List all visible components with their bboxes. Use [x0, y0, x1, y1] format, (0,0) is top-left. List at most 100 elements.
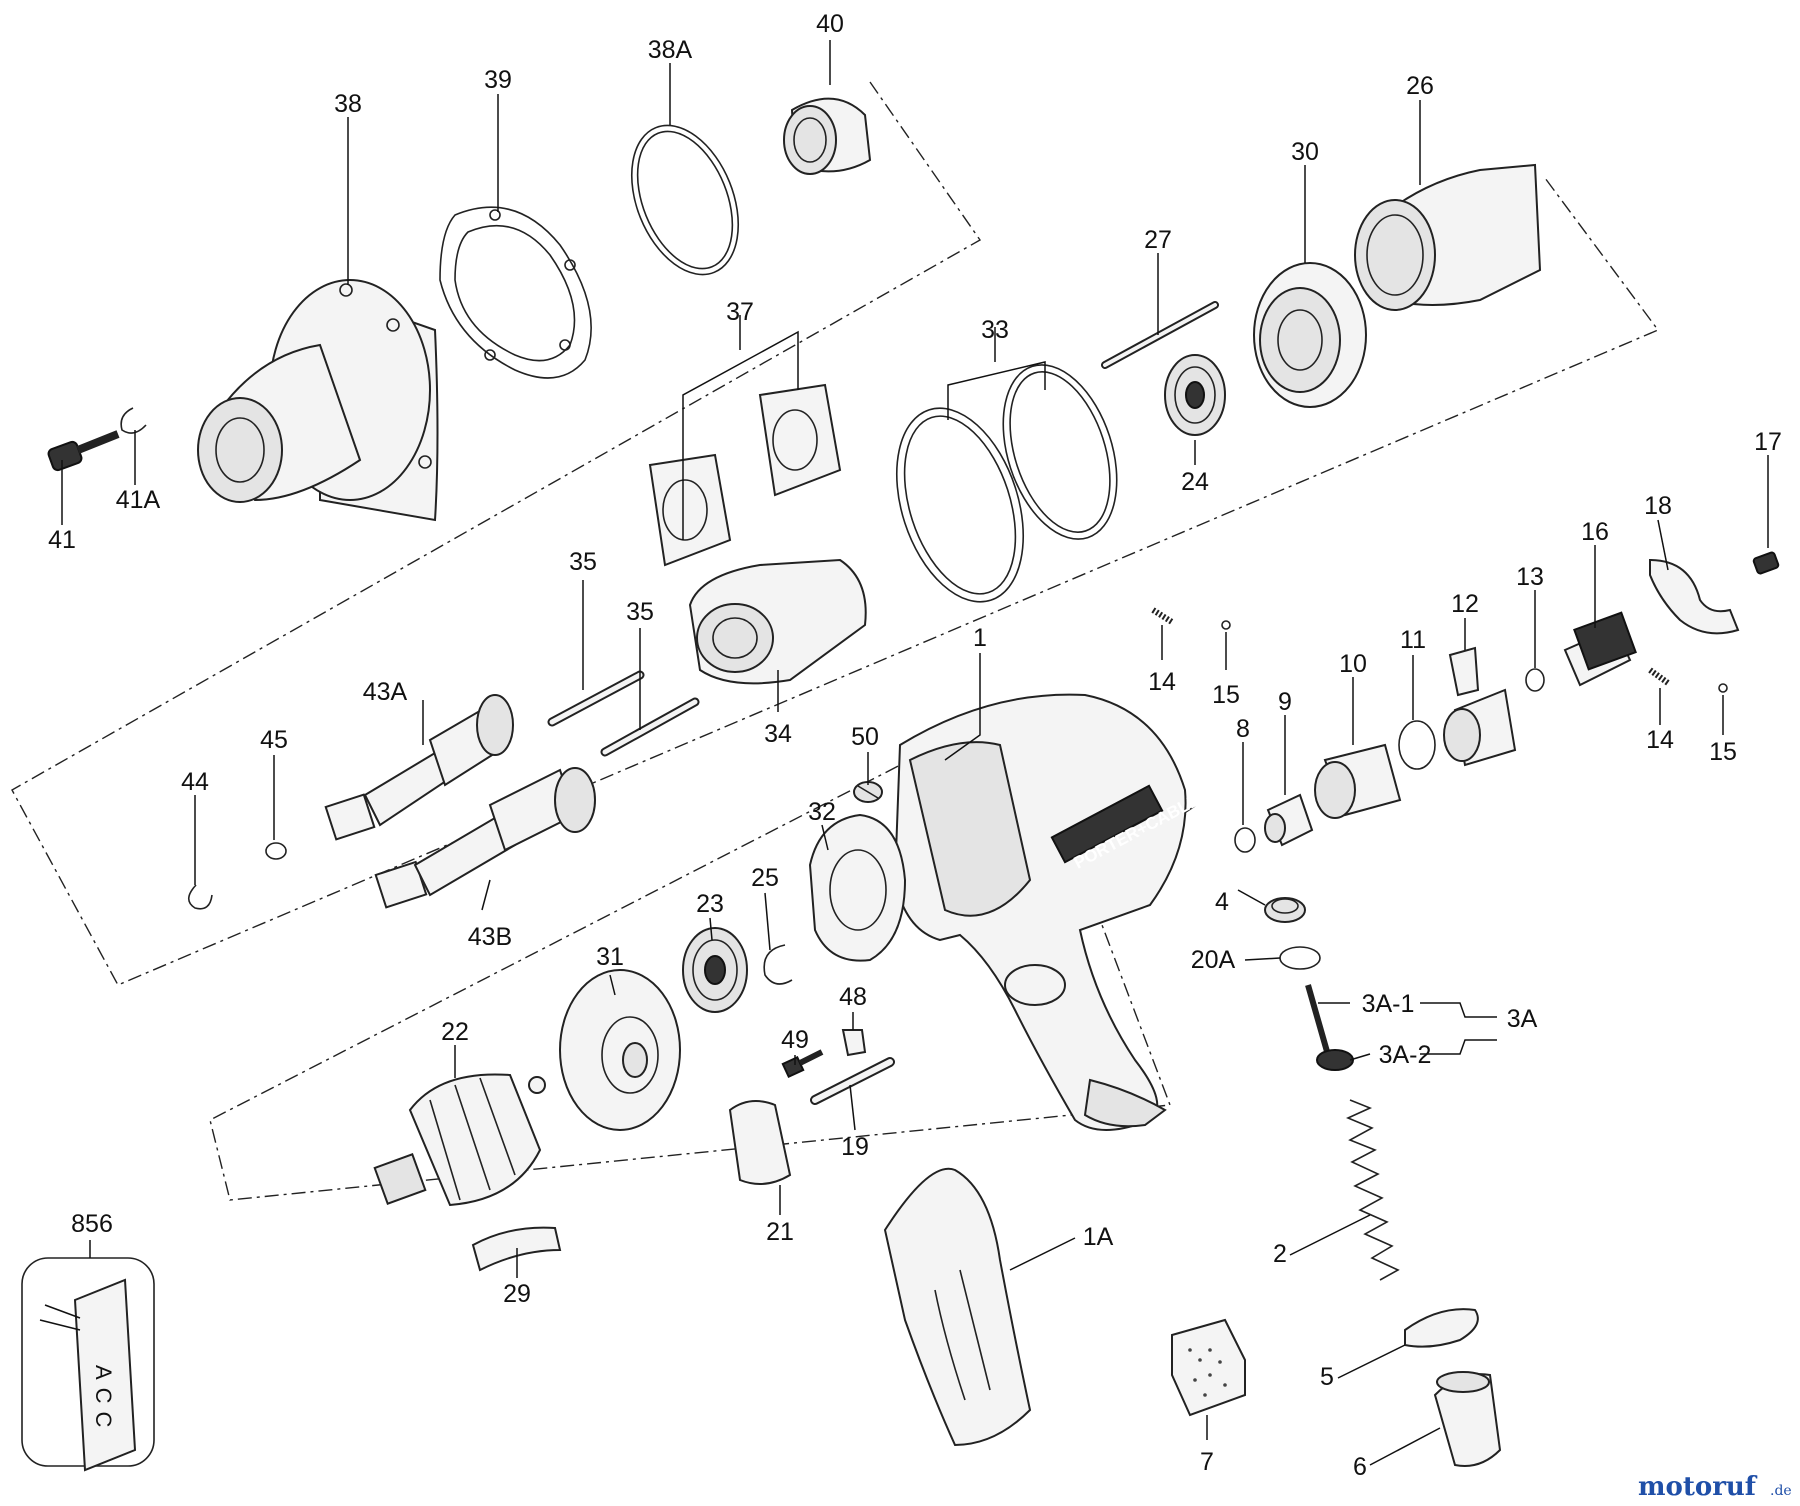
label-50: 50 — [851, 723, 879, 751]
part-43b-anvil — [374, 767, 596, 909]
label-15b: 15 — [1709, 738, 1737, 766]
part-20a-o-ring — [1279, 946, 1321, 970]
label-13: 13 — [1516, 563, 1544, 591]
part-39-gasket — [439, 206, 592, 379]
label-49: 49 — [781, 1026, 809, 1054]
label-32: 32 — [808, 798, 836, 826]
label-7: 7 — [1200, 1448, 1214, 1476]
label-15a: 15 — [1212, 681, 1240, 709]
part-10-bushing — [1314, 743, 1402, 819]
part-16-regulator — [1563, 611, 1637, 687]
label-40: 40 — [816, 10, 844, 38]
part-30-end-plate — [1253, 262, 1367, 408]
label-18: 18 — [1644, 492, 1672, 520]
part-24-bearing — [1164, 354, 1226, 436]
part-27-pin — [1101, 301, 1219, 369]
label-856: 856 — [71, 1210, 113, 1238]
leader-lines — [61, 40, 1769, 1466]
label-1: 1 — [973, 624, 987, 652]
label-38: 38 — [334, 90, 362, 118]
label-17: 17 — [1754, 428, 1782, 456]
label-39: 39 — [484, 66, 512, 94]
part-5-screen — [1404, 1308, 1479, 1348]
label-3a: 3A — [1507, 1005, 1538, 1033]
label-8: 8 — [1236, 715, 1250, 743]
part-6-inlet — [1433, 1371, 1502, 1467]
label-14a: 14 — [1148, 668, 1176, 696]
tag-text: ACC — [91, 1365, 116, 1435]
part-13-o-ring — [1525, 668, 1545, 692]
part-38-front-housing — [197, 279, 439, 522]
label-3a-1: 3A-1 — [1362, 990, 1415, 1018]
label-19: 19 — [841, 1133, 869, 1161]
label-6: 6 — [1353, 1453, 1367, 1481]
part-25-clip — [763, 944, 793, 985]
watermark-logo: motoruf .de — [1638, 1472, 1792, 1502]
label-27: 27 — [1144, 226, 1172, 254]
part-12-reverse-valve — [1443, 646, 1517, 767]
label-12: 12 — [1451, 590, 1479, 618]
label-41a: 41A — [116, 486, 161, 514]
label-35b: 35 — [626, 598, 654, 626]
label-35a: 35 — [569, 548, 597, 576]
label-1a: 1A — [1083, 1223, 1114, 1251]
label-21: 21 — [766, 1218, 794, 1246]
part-18-bracket — [1649, 558, 1740, 635]
part-8-o-ring — [1234, 827, 1256, 853]
watermark-suffix: .de — [1770, 1483, 1792, 1499]
label-30: 30 — [1291, 138, 1319, 166]
label-14b: 14 — [1646, 726, 1674, 754]
label-5: 5 — [1320, 1363, 1334, 1391]
part-19-pin — [810, 1057, 895, 1105]
part-1-housing: PORTER+CABLE — [893, 693, 1203, 1131]
part-22-rotor — [373, 1073, 546, 1207]
label-9: 9 — [1278, 688, 1292, 716]
part-14-spring-a — [1151, 607, 1174, 625]
part-31-end-plate — [559, 969, 681, 1131]
label-26: 26 — [1406, 72, 1434, 100]
part-11-o-ring — [1398, 720, 1436, 770]
part-35-pins — [547, 670, 700, 757]
part-3a-2-seal — [1316, 1049, 1354, 1071]
part-4-cap — [1264, 897, 1306, 923]
watermark-text: motoruf — [1638, 1472, 1758, 1502]
label-20a: 20A — [1191, 946, 1236, 974]
label-48: 48 — [839, 983, 867, 1011]
label-24: 24 — [1181, 468, 1209, 496]
label-4: 4 — [1215, 888, 1229, 916]
label-34: 34 — [764, 720, 792, 748]
label-23: 23 — [696, 890, 724, 918]
part-43a-anvil — [324, 694, 514, 841]
part-2-spring — [1345, 1099, 1400, 1281]
label-29: 29 — [503, 1280, 531, 1308]
label-38a: 38A — [648, 36, 693, 64]
label-22: 22 — [441, 1018, 469, 1046]
label-16: 16 — [1581, 518, 1609, 546]
label-45: 45 — [260, 726, 288, 754]
label-37: 37 — [726, 298, 754, 326]
part-37-hammers — [648, 383, 842, 567]
part-26-cylinder — [1354, 163, 1542, 311]
part-41-screw — [47, 430, 120, 472]
part-9-valve — [1264, 793, 1314, 847]
part-856-accessory-tag: ACC — [21, 1257, 155, 1472]
part-14-spring-b — [1648, 667, 1670, 686]
label-10: 10 — [1339, 650, 1367, 678]
part-17-screw — [1752, 551, 1780, 575]
part-7-filter — [1171, 1318, 1246, 1417]
part-23-bearing — [682, 927, 748, 1013]
label-2: 2 — [1273, 1240, 1287, 1268]
label-43a: 43A — [363, 678, 408, 706]
part-21-trigger — [728, 1100, 792, 1185]
part-49-screw — [781, 1049, 824, 1079]
label-3a-2: 3A-2 — [1379, 1041, 1432, 1069]
label-31: 31 — [596, 943, 624, 971]
part-33-rings — [895, 364, 1118, 603]
part-40-bushing — [783, 97, 872, 175]
label-25: 25 — [751, 864, 779, 892]
part-15-ball-a — [1221, 620, 1231, 630]
label-33: 33 — [981, 316, 1009, 344]
part-45-o-ring — [265, 842, 287, 860]
